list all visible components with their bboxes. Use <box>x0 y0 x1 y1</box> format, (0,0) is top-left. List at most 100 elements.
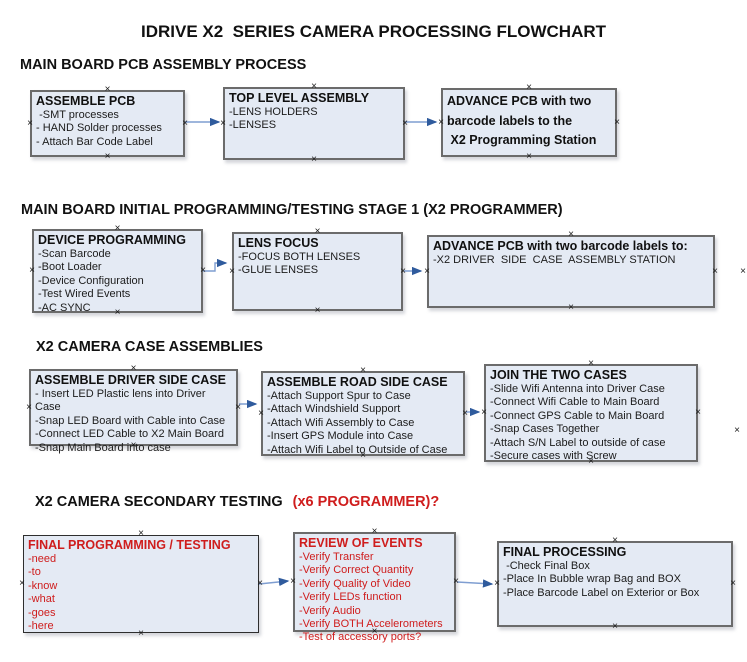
box-item: -Attach S/N Label to outside of case <box>490 436 666 449</box>
box-header: LENS FOCUS <box>238 236 319 250</box>
connector-anchor-icon: × <box>481 407 487 418</box>
box-item: -Scan Barcode <box>38 248 111 260</box>
box-item: -Check Final Box <box>503 560 590 572</box>
section-heading-pcb-assembly: MAIN BOARD PCB ASSEMBLY PROCESS <box>20 57 307 73</box>
box-item: -Boot Loader <box>38 261 102 274</box>
connector-anchor-icon: × <box>438 116 444 128</box>
box-item: -goes <box>28 606 56 619</box>
box-item: -Connect Wifi Cable to Main Board <box>490 396 660 409</box>
box-item: -know <box>28 579 58 592</box>
connector-anchor-icon: × <box>290 576 296 587</box>
connector-anchor-icon: × <box>200 265 206 276</box>
connector-anchor-icon: × <box>453 576 459 587</box>
box-item: -Test Wired Events <box>38 288 131 301</box>
section-heading-initial-programming: MAIN BOARD INITIAL PROGRAMMING/TESTING S… <box>21 202 563 218</box>
box-item: -Test of accessory ports? <box>299 631 422 644</box>
flow-box-assemble-road-side-case: ASSEMBLE ROAD SIDE CASE -Attach Support … <box>258 366 468 461</box>
box-item: -to <box>28 566 41 579</box>
box-item: -Snap Cases Together <box>490 423 600 436</box>
connector-anchor-icon: × <box>462 407 468 419</box>
flow-box-lens-focus: LENS FOCUS -FOCUS BOTH LENSES -GLUE LENS… <box>229 227 406 316</box>
connector-anchor-icon: × <box>612 621 618 632</box>
box-header: REVIEW OF EVENTS <box>299 536 423 550</box>
box-item: -Attach Support Spur to Case <box>267 390 411 402</box>
flow-box-device-programming: DEVICE PROGRAMMING -Scan Barcode -Boot L… <box>29 224 206 318</box>
box-item: -Connect LED Cable to X2 Main Board <box>35 428 224 441</box>
section-heading-secondary-testing: X2 CAMERA SECONDARY TESTING(x6 PROGRAMME… <box>35 494 439 510</box>
box-item: -Verify Correct Quantity <box>299 564 414 577</box>
box-item: - Insert LED Plastic lens into Driver Ca… <box>35 388 209 414</box>
box-item: -Verify LEDs function <box>299 591 402 604</box>
connector-anchor-icon: × <box>114 307 121 318</box>
box-item: -GLUE LENSES <box>238 264 319 277</box>
page-title: IDRIVE X2 SERIES CAMERA PROCESSING FLOWC… <box>140 22 607 41</box>
connector-anchor-icon: × <box>182 117 188 129</box>
connector-anchor-icon: × <box>740 266 746 277</box>
connector-anchor-icon: × <box>220 117 226 129</box>
box-item: -AC SYNC <box>38 301 91 314</box>
connector-anchor-icon: × <box>138 628 144 639</box>
connector-anchor-icon: × <box>730 578 736 589</box>
flow-box-advance-pcb-programming-station: ADVANCE PCB with two barcode labels to t… <box>438 83 620 162</box>
flow-box-final-programming-testing: FINAL PROGRAMMING / TESTING -need -to -k… <box>19 529 263 639</box>
connector-anchor-icon: × <box>138 528 144 539</box>
box-item: -Verify Quality of Video <box>299 577 411 590</box>
connector-anchor-icon: × <box>104 84 111 95</box>
flow-arrow <box>203 258 228 272</box>
box-item: -LENS HOLDERS <box>229 106 318 118</box>
connector-anchor-icon: × <box>614 116 620 128</box>
box-item: ADVANCE PCB with two <box>447 94 592 108</box>
box-header: JOIN THE TWO CASES <box>490 368 627 382</box>
box-item: -here <box>28 620 54 633</box>
box-item: -LENSES <box>229 119 277 132</box>
connector-anchor-icon: × <box>695 407 701 418</box>
connector-anchor-icon: × <box>494 578 500 589</box>
box-item: -X2 DRIVER SIDE CASE ASSEMBLY STATION <box>433 254 676 266</box>
connector-anchor-icon: × <box>526 151 532 162</box>
box-item: -FOCUS BOTH LENSES <box>238 251 361 263</box>
connector-anchor-icon: × <box>734 425 740 436</box>
box-item: X2 Programming Station <box>447 133 597 147</box>
connector-anchor-icon: × <box>311 81 317 92</box>
connector-anchor-icon: × <box>314 226 321 237</box>
box-header: FINAL PROGRAMMING / TESTING <box>28 538 231 552</box>
box-header: ASSEMBLE PCB <box>36 94 136 108</box>
connector-anchor-icon: × <box>400 265 406 277</box>
connector-anchor-icon: × <box>612 535 618 546</box>
connector-anchor-icon: × <box>104 151 111 162</box>
box-header: FINAL PROCESSING <box>503 545 627 559</box>
flow-arrow <box>258 577 290 587</box>
connector-anchor-icon: × <box>568 302 574 313</box>
connector-anchor-icon: × <box>588 358 594 369</box>
connector-anchor-icon: × <box>26 401 32 413</box>
flow-box-assemble-pcb: ASSEMBLE PCB -SMT processes - HAND Solde… <box>27 85 188 162</box>
connector-anchor-icon: × <box>568 229 574 240</box>
box-item: -Place In Bubble wrap Bag and BOX <box>503 573 681 586</box>
box-header: TOP LEVEL ASSEMBLY <box>229 91 370 105</box>
connector-anchor-icon: × <box>712 265 718 277</box>
box-item: -Connect GPS Cable to Main Board <box>490 409 665 422</box>
box-item: -SMT processes <box>36 109 119 121</box>
connector-anchor-icon: × <box>258 407 264 419</box>
box-item: -Place Barcode Label on Exterior or Box <box>503 586 700 599</box>
connector-anchor-icon: × <box>311 154 317 165</box>
flow-arrow <box>456 579 494 588</box>
flow-box-advance-pcb-driver-side-station: ADVANCE PCB with two barcode labels to: … <box>424 230 718 313</box>
connector-anchor-icon: × <box>424 265 430 277</box>
connector-anchor-icon: × <box>29 265 35 276</box>
box-item: -Insert GPS Module into Case <box>267 430 414 443</box>
box-item: -Device Configuration <box>38 274 144 287</box>
connector-anchor-icon: × <box>402 117 408 129</box>
box-item: -Secure cases with Screw <box>490 450 617 463</box>
box-header: ASSEMBLE DRIVER SIDE CASE <box>35 373 227 387</box>
flow-box-join-the-two-cases: JOIN THE TWO CASES -Slide Wifi Antenna i… <box>481 359 701 467</box>
connector-anchor-icon: × <box>360 450 366 461</box>
connector-anchor-icon: × <box>130 440 137 451</box>
box-header: ADVANCE PCB with two barcode labels to: <box>433 239 688 253</box>
connector-anchor-icon: × <box>235 401 241 413</box>
connector-anchor-icon: × <box>526 82 532 93</box>
heading-red-part: (x6 PROGRAMMER)? <box>292 494 440 510</box>
box-item: -Attach Windshield Support <box>267 403 401 416</box>
connector-anchor-icon: × <box>229 265 235 277</box>
